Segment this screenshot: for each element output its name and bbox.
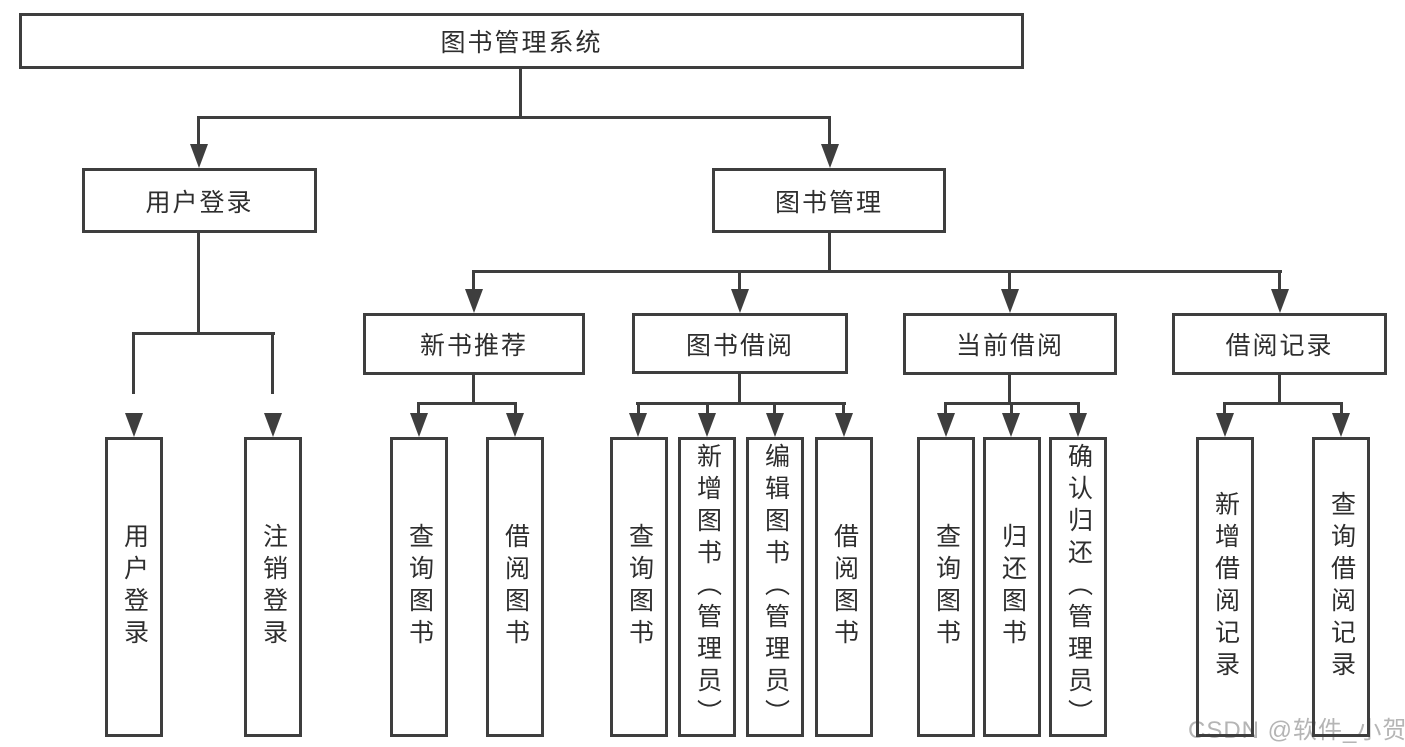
connector-g3-stem4: [842, 402, 845, 416]
arrowhead-g4-2: [1002, 413, 1020, 437]
connector-newbook-stem: [472, 270, 475, 294]
node-library-management-system: 图书管理系统: [19, 13, 1024, 69]
node-user-login: 用户登录: [82, 168, 317, 233]
connector-borrowing-stem: [738, 270, 741, 294]
connector-mgmt-stem: [828, 233, 831, 273]
node-new-book-recommend-label: 新书推荐: [419, 332, 528, 360]
node-current-borrowing: 当前借阅: [903, 313, 1117, 375]
arrowhead-to-borrowing: [731, 289, 749, 313]
connector-g4-stem3: [1077, 402, 1080, 416]
connector-g5-left-stem: [1223, 402, 1226, 416]
connector-g2-rail: [417, 402, 517, 405]
node-user-login-label: 用户登录: [145, 188, 254, 217]
arrowhead-g4-1: [937, 413, 955, 437]
connector-records-stem: [1278, 270, 1281, 294]
connector-book-mgmt-stem: [828, 116, 831, 148]
connector-g5-rail: [1223, 402, 1343, 405]
leaf-query-books-recommend: 查询图书: [390, 437, 448, 737]
connector-g3-stem: [738, 374, 741, 405]
leaf-borrow-books-borrowing-label: 借阅图书: [830, 523, 859, 651]
arrowhead-to-current: [1001, 289, 1019, 313]
leaf-add-book-admin: 新增图书（管理员）: [678, 437, 736, 737]
arrowhead-to-records: [1271, 289, 1289, 313]
arrowhead-g3-4: [835, 413, 853, 437]
leaf-add-borrow-record-label: 新增借阅记录: [1211, 491, 1240, 683]
node-borrowing-records: 借阅记录: [1172, 313, 1387, 375]
node-book-borrowing-label: 图书借阅: [685, 331, 794, 360]
connector-root-rail: [197, 116, 831, 119]
arrowhead-g3-2: [698, 413, 716, 437]
arrowhead-g5-left: [1216, 413, 1234, 437]
leaf-query-books-recommend-label: 查询图书: [405, 523, 434, 651]
connector-g3-stem1: [637, 402, 640, 416]
arrowhead-to-leaf-login: [125, 413, 143, 437]
leaf-query-borrow-record-label: 查询借阅记录: [1327, 491, 1356, 683]
leaf-add-borrow-record: 新增借阅记录: [1196, 437, 1254, 737]
leaf-edit-book-admin-label: 编辑图书（管理员）: [761, 443, 790, 731]
leaf-borrow-books-recommend: 借阅图书: [486, 437, 544, 737]
connector-login-stem: [197, 233, 200, 335]
node-book-management: 图书管理: [712, 168, 946, 233]
connector-g3-stem3: [773, 402, 776, 416]
connector-root-stem: [519, 69, 522, 119]
leaf-user-login: 用户登录: [105, 437, 163, 737]
arrowhead-to-leaf-logout: [264, 413, 282, 437]
leaf-logout: 注销登录: [244, 437, 302, 737]
leaf-add-book-admin-label: 新增图书（管理员）: [693, 443, 722, 731]
connector-g3-stem2: [706, 402, 709, 416]
leaf-query-books-borrowing-label: 查询图书: [625, 523, 654, 651]
arrowhead-g3-1: [629, 413, 647, 437]
node-borrowing-records-label: 借阅记录: [1225, 332, 1334, 360]
arrowhead-to-user-login: [190, 144, 208, 168]
leaf-return-books: 归还图书: [983, 437, 1041, 737]
leaf-return-books-label: 归还图书: [998, 523, 1027, 651]
node-new-book-recommend: 新书推荐: [363, 313, 585, 375]
arrowhead-g4-3: [1069, 413, 1087, 437]
connector-g4-stem: [1008, 375, 1011, 405]
connector-g4-stem2: [1010, 402, 1013, 416]
arrowhead-g2-right: [506, 413, 524, 437]
arrowhead-to-book-mgmt: [821, 144, 839, 168]
connector-g2-right-stem: [514, 402, 517, 416]
connector-g2-stem: [472, 375, 475, 405]
connector-current-stem: [1008, 270, 1011, 294]
connector-leaf-logout-stem: [271, 332, 274, 394]
leaf-borrow-books-borrowing: 借阅图书: [815, 437, 873, 737]
arrowhead-g5-right: [1332, 413, 1350, 437]
connector-g3-rail: [636, 402, 846, 405]
leaf-query-borrow-record: 查询借阅记录: [1312, 437, 1370, 737]
connector-leaf-login-stem: [132, 332, 135, 394]
node-book-management-label: 图书管理: [774, 188, 883, 217]
leaf-borrow-books-recommend-label: 借阅图书: [501, 523, 530, 651]
leaf-query-books-borrowing: 查询图书: [610, 437, 668, 737]
arrowhead-g3-3: [766, 413, 784, 437]
arrowhead-g2-left: [410, 413, 428, 437]
leaf-logout-label: 注销登录: [259, 523, 288, 651]
leaf-confirm-return-admin: 确认归还（管理员）: [1049, 437, 1107, 737]
connector-g2-left-stem: [417, 402, 420, 416]
connector-g4-stem1: [944, 402, 947, 416]
arrowhead-to-newbook: [465, 289, 483, 313]
node-book-borrowing: 图书借阅: [632, 313, 848, 374]
connector-g5-right-stem: [1340, 402, 1343, 416]
connector-login-rail: [132, 332, 275, 335]
connector-mgmt-rail: [472, 270, 1282, 273]
leaf-confirm-return-admin-label: 确认归还（管理员）: [1064, 443, 1093, 731]
leaf-user-login-label: 用户登录: [120, 523, 149, 651]
leaf-edit-book-admin: 编辑图书（管理员）: [746, 437, 804, 737]
leaf-query-books-current-label: 查询图书: [932, 523, 961, 651]
node-current-borrowing-label: 当前借阅: [955, 332, 1064, 360]
node-root-label: 图书管理系统: [440, 29, 603, 57]
leaf-query-books-current: 查询图书: [917, 437, 975, 737]
connector-g5-stem: [1278, 375, 1281, 405]
connector-user-login-stem: [197, 116, 200, 148]
